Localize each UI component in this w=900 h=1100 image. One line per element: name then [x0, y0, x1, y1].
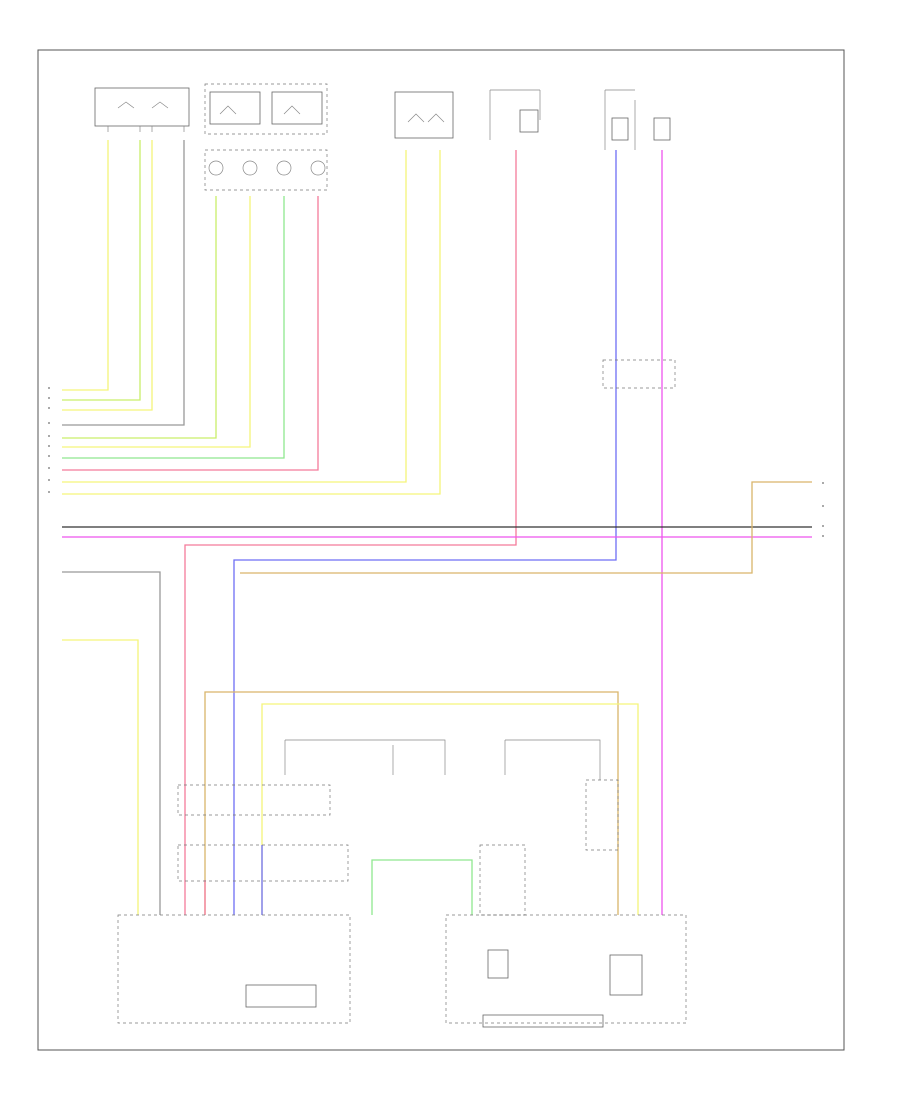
module-left	[117, 914, 351, 1024]
module-left-inner	[245, 984, 317, 1008]
faint-pin-marks	[48, 387, 824, 537]
component-box-2a	[209, 91, 261, 125]
horizontal-bus	[62, 481, 812, 915]
component-box-3	[394, 91, 454, 139]
module-right-inner	[482, 1014, 604, 1028]
component-5	[604, 89, 636, 150]
diagram-border	[37, 49, 845, 1051]
left-wire-bundle	[62, 140, 441, 495]
connector-strips	[177, 779, 619, 916]
component-box-1	[94, 87, 190, 127]
right-drops	[184, 150, 676, 915]
top-components	[94, 83, 671, 191]
module-right	[445, 914, 687, 1024]
junction-connector	[602, 359, 676, 389]
component-box-2b	[271, 91, 323, 125]
bottom-modules	[117, 914, 687, 1028]
component-4	[489, 89, 541, 140]
lower-connections	[204, 691, 639, 915]
component-group-2	[204, 83, 328, 135]
connector-row-2	[204, 149, 328, 191]
